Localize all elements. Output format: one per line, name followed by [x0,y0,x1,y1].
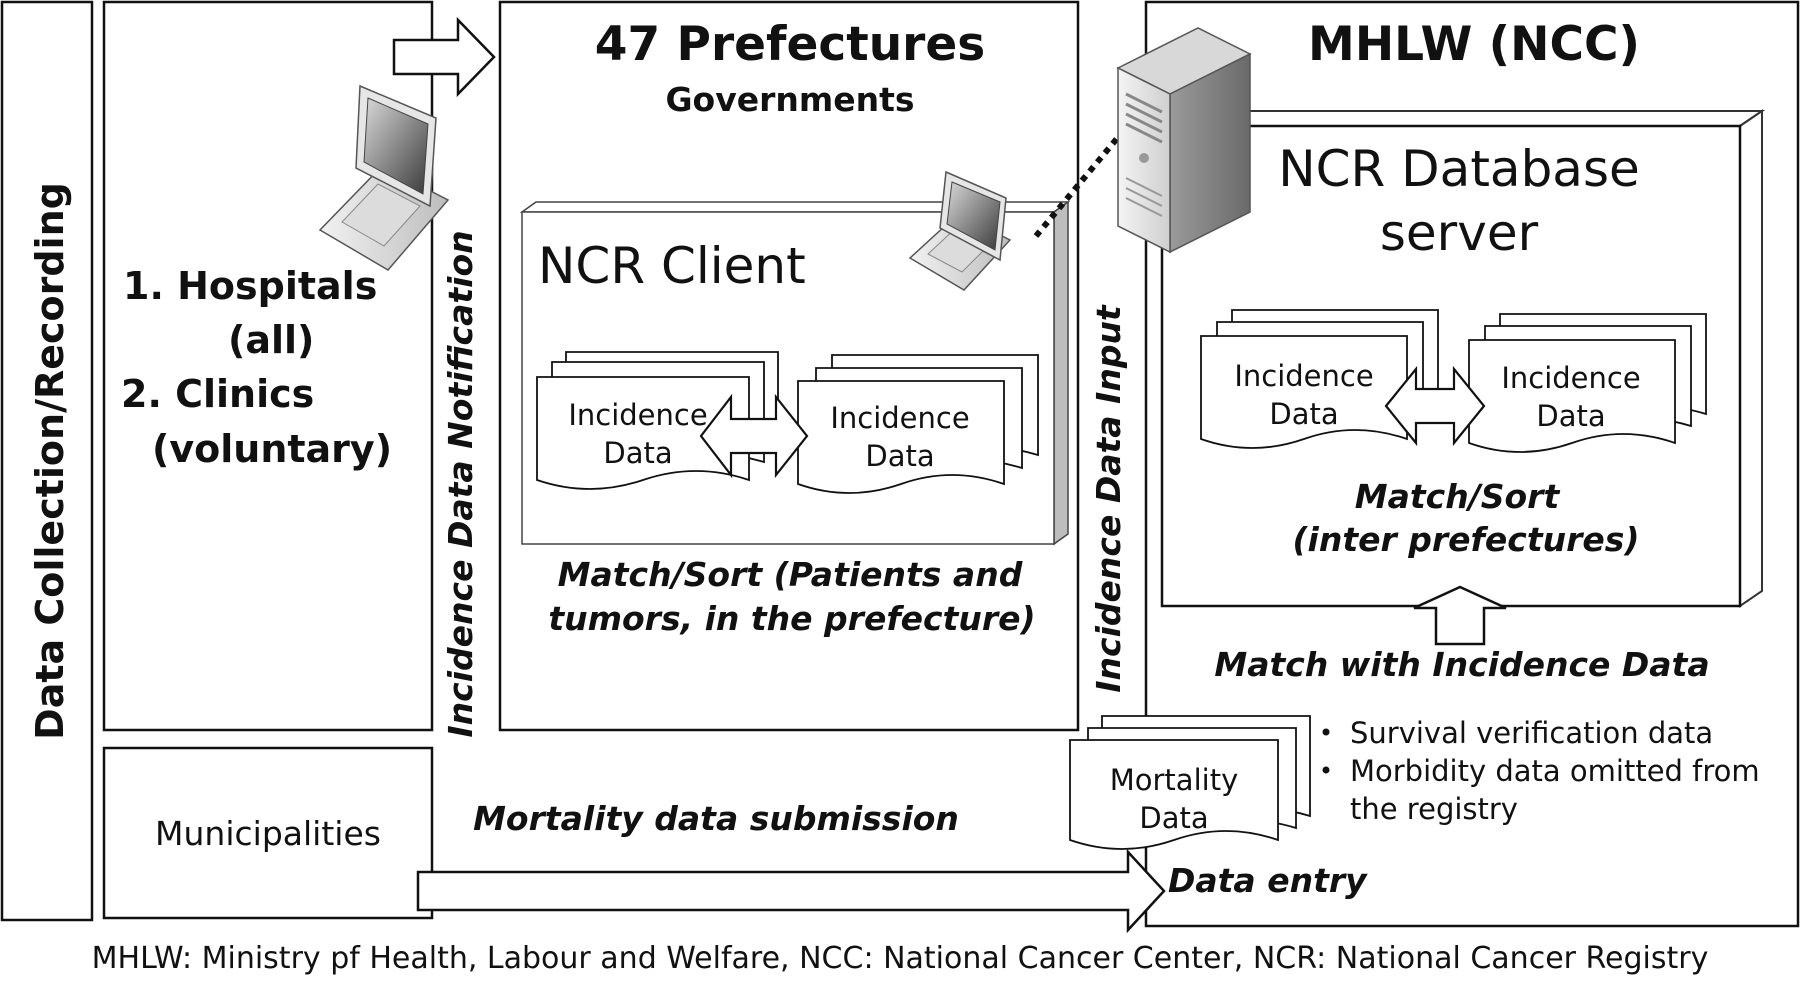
prefectures-subtitle: Governments [665,80,914,119]
doc-right-line1: Incidence [830,401,969,435]
prefecture-caption-line2: tumors, in the prefecture) [548,599,1035,638]
mhlw-title: MHLW (NCC) [1308,17,1640,72]
doc-left-line1: Incidence [568,398,707,432]
server-doc-left-line2: Data [1269,397,1338,431]
hospitals-sub: (all) [228,318,314,362]
notification-arrow [392,16,496,98]
mortality-doc-line2: Data [1139,801,1208,835]
ncr-client-label: NCR Client [538,237,806,295]
clinics-label: 2. Clinics [121,372,314,416]
server-doc-left: Incidence Data [1200,309,1439,449]
sidebar-label: Data Collection/Recording [28,182,72,740]
input-label: Incidence Data Input [1089,304,1128,693]
municipalities-box: Municipalities [102,746,434,920]
server-doc-right-line1: Incidence [1501,361,1640,395]
prefecture-caption-line1: Match/Sort (Patients and [558,555,1023,594]
doc-left-line2: Data [603,436,672,470]
bullet-item: Morbidity data omitted from [1350,754,1760,788]
match-double-arrow-right [1384,365,1486,447]
server-doc-right: Incidence Data [1468,313,1707,453]
laptop-icon [908,170,1012,291]
prefectures-box: 47 Prefectures Governments NCR Client In… [498,0,1080,732]
data-entry-label: Data entry [1168,861,1368,900]
municipalities-label: Municipalities [155,814,381,853]
sidebar: Data Collection/Recording [0,0,94,922]
mortality-submission-label: Mortality data submission [473,799,959,838]
incidence-doc-right: Incidence Data [797,354,1039,494]
server-doc-right-line2: Data [1536,399,1605,433]
mhlw-box: MHLW (NCC) NCR Database server Incidence… [1069,0,1800,928]
bullet-item: Survival verification data [1350,716,1713,750]
server-label-line2: server [1380,204,1539,262]
bullet-item-continued: the registry [1350,792,1518,826]
laptop-icon [318,84,450,271]
up-arrow [1413,585,1507,646]
server-doc-left-line1: Incidence [1234,359,1373,393]
server-caption-line1: Match/Sort [1355,477,1561,516]
match-incidence-label: Match with Incidence Data [1214,645,1709,684]
mortality-bullets: Survival verification data Morbidity dat… [1322,716,1760,826]
match-double-arrow-left [699,393,809,479]
mortality-doc: Mortality Data [1069,715,1311,850]
data-entry-arrow [416,848,1166,934]
hospitals-label: 1. Hospitals [123,264,377,308]
server-caption-line2: (inter prefectures) [1292,520,1639,559]
mortality-doc-line1: Mortality [1110,763,1238,797]
notification-label: Incidence Data Notification [441,230,480,737]
prefectures-title: 47 Prefectures [595,17,985,72]
doc-right-line2: Data [865,439,934,473]
server-label-line1: NCR Database [1278,140,1640,198]
clinics-sub: (voluntary) [152,427,392,471]
footer-abbreviations: MHLW: Ministry pf Health, Labour and Wel… [92,941,1709,976]
server-icon [1116,27,1252,254]
